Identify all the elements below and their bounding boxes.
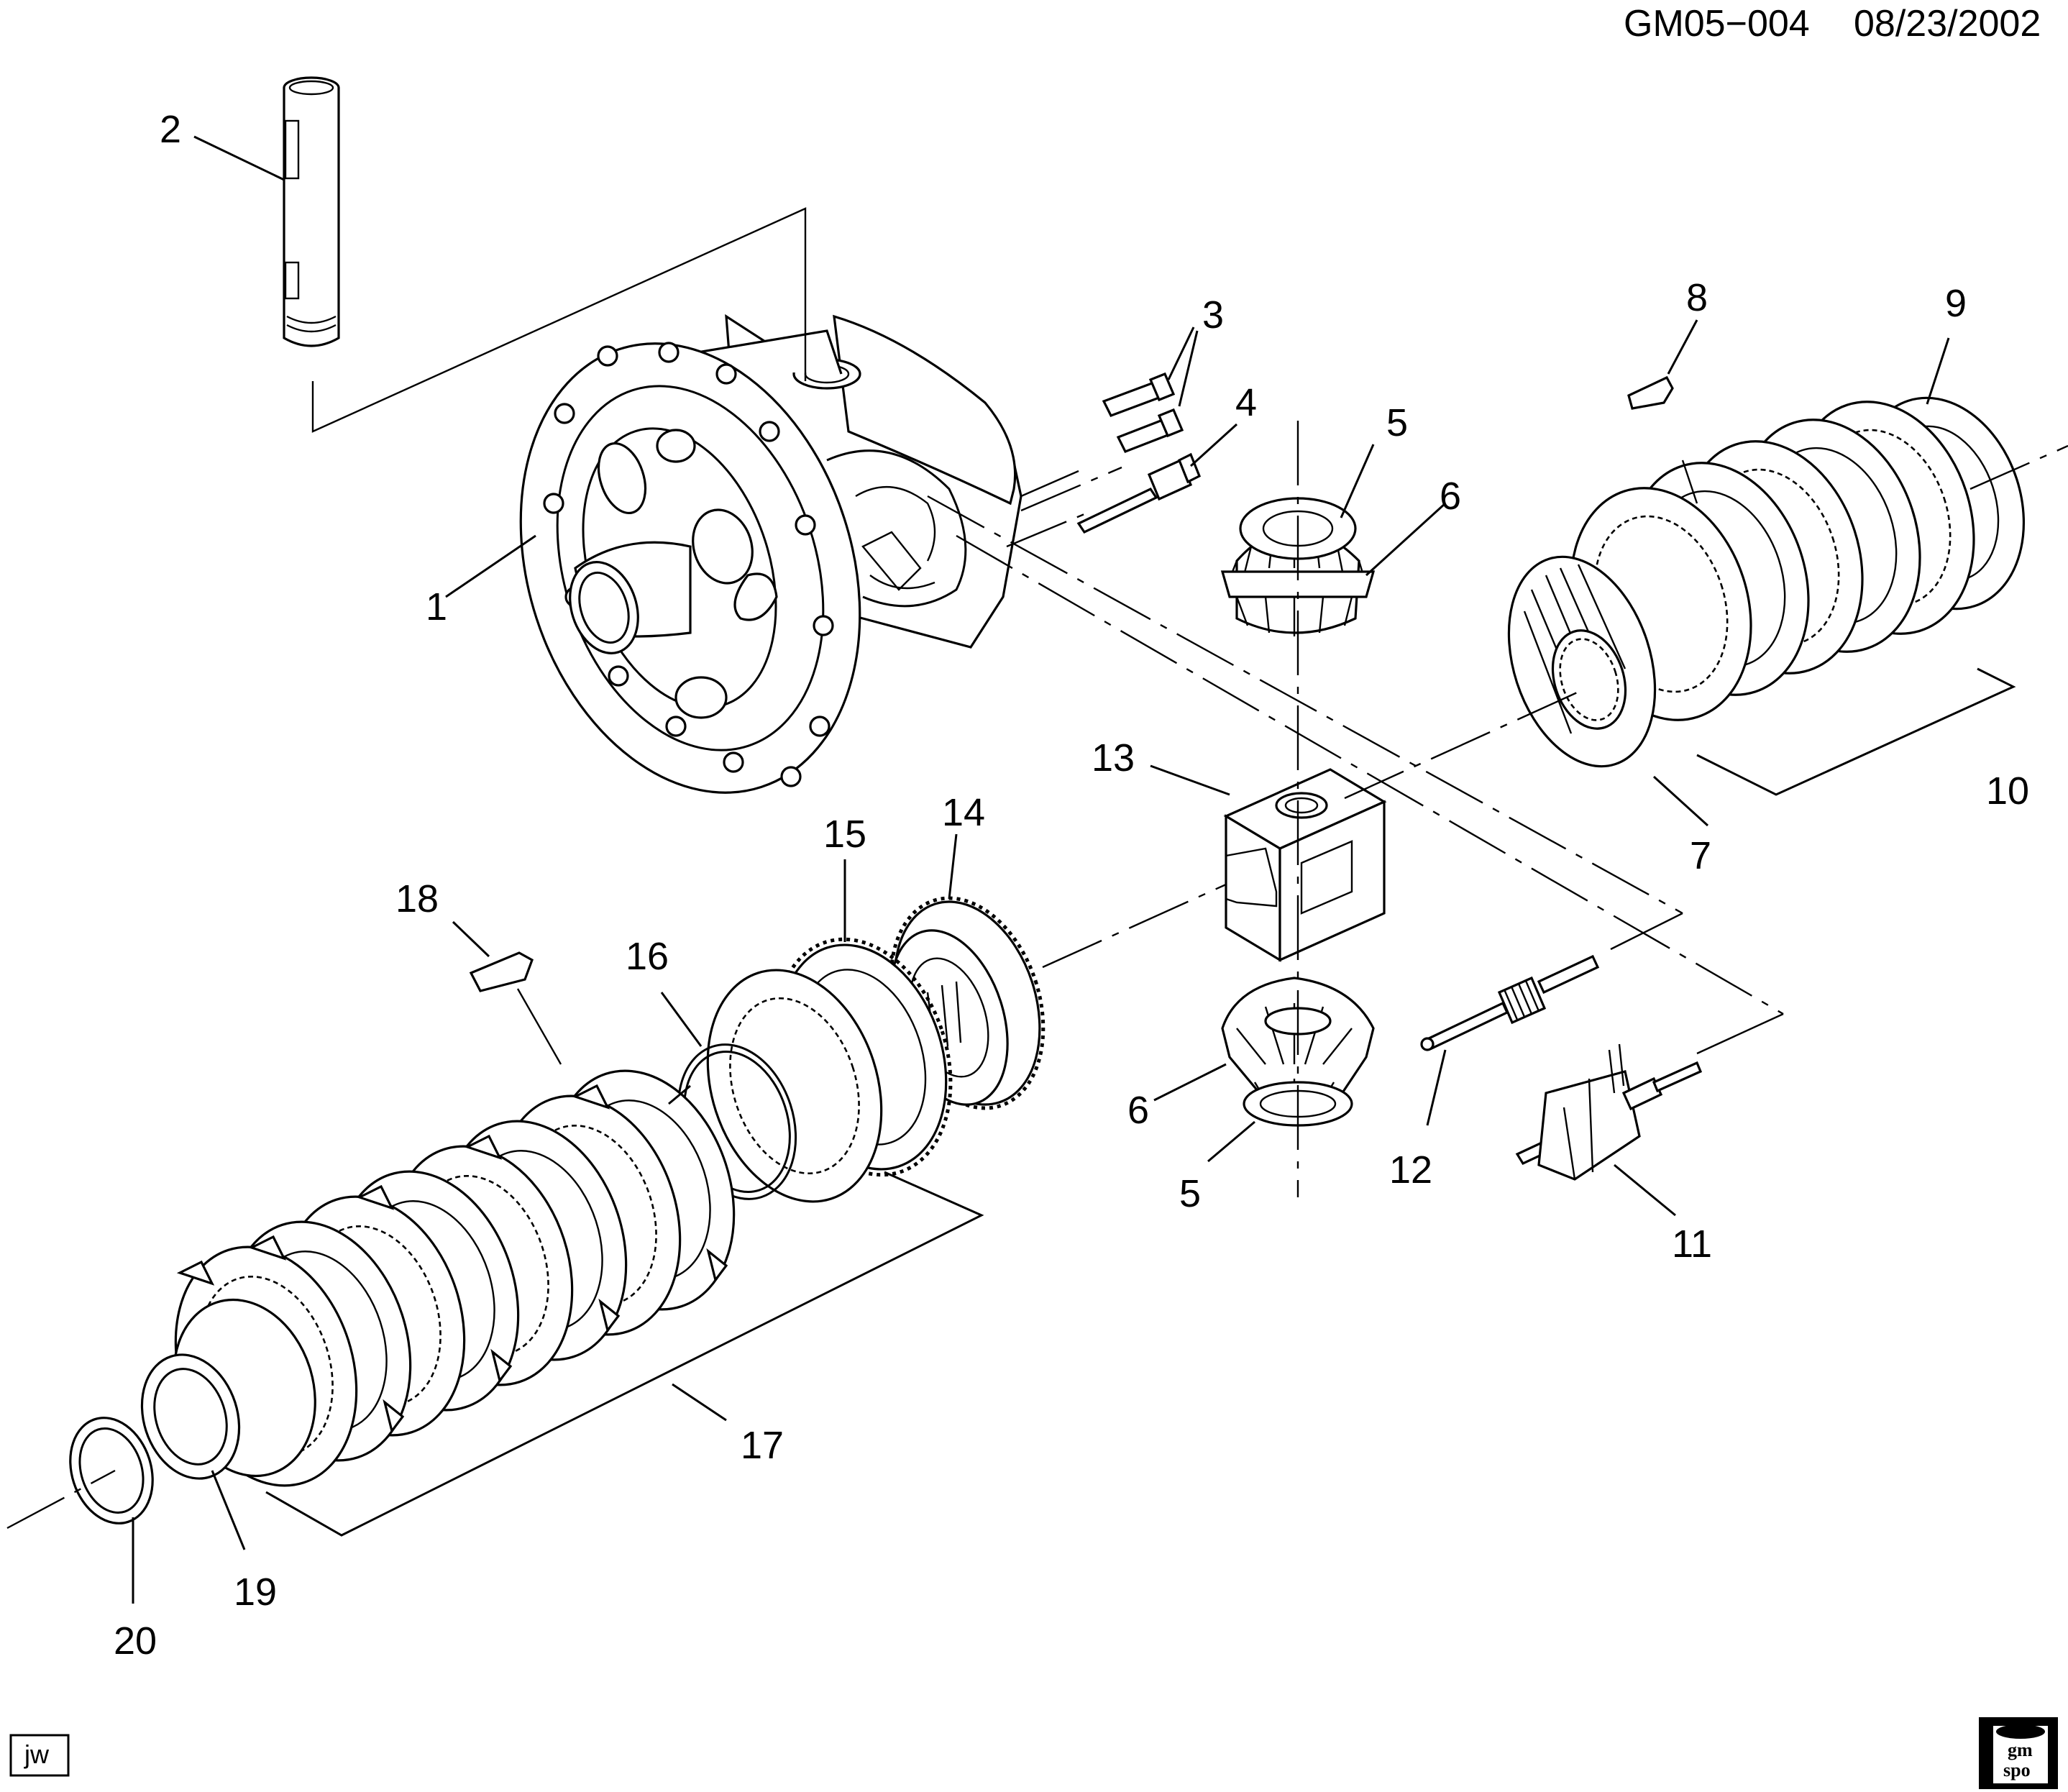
callout-6-lower: 6 <box>1127 1089 1149 1132</box>
callout-16: 16 <box>626 935 669 978</box>
gm-spo-logo: gm spo <box>1979 1717 2058 1789</box>
callout-5-upper: 5 <box>1386 401 1408 444</box>
artist-stamp: jw <box>9 1734 70 1777</box>
cross-pin-part <box>283 76 340 347</box>
header-date: 08/23/2002 <box>1854 3 2041 45</box>
callout-4: 4 <box>1235 381 1257 424</box>
callout-13: 13 <box>1092 736 1135 780</box>
bracket-17 <box>265 1171 984 1537</box>
governor-part <box>1515 1043 1703 1181</box>
callout-6-upper: 6 <box>1440 475 1461 518</box>
callout-5-lower: 5 <box>1179 1172 1201 1215</box>
right-clutch-pack-part <box>1507 396 2026 768</box>
clip-part-upper <box>1627 375 1674 410</box>
callout-7: 7 <box>1690 834 1711 877</box>
actuator-shaft-part <box>1420 954 1600 1051</box>
callout-17: 17 <box>741 1424 784 1467</box>
logo-line1: gm <box>2008 1740 2033 1760</box>
differential-case-part <box>519 314 1022 794</box>
lock-bolt-parts <box>1076 372 1202 534</box>
assembly-lines <box>6 207 2068 1530</box>
callout-18: 18 <box>395 877 439 920</box>
callout-2: 2 <box>160 108 181 151</box>
callout-10: 10 <box>1986 769 2029 813</box>
callout-14: 14 <box>942 791 985 834</box>
callout-3: 3 <box>1202 293 1224 337</box>
callout-15: 15 <box>823 813 866 856</box>
callout-8: 8 <box>1686 276 1708 319</box>
callout-11: 11 <box>1672 1222 1712 1266</box>
leader-lines <box>132 135 1950 1604</box>
callout-12: 12 <box>1389 1148 1432 1192</box>
clip-part-lower <box>469 951 534 992</box>
callout-1: 1 <box>426 585 447 628</box>
callout-20: 20 <box>114 1619 157 1663</box>
bracket-10 <box>1696 667 2016 796</box>
artist-stamp-text: jw <box>24 1740 50 1769</box>
header-doc-id: GM05−004 <box>1624 3 1810 45</box>
left-clutch-pack-part <box>69 969 883 1524</box>
callout-19: 19 <box>234 1571 277 1614</box>
logo-line2: spo <box>2003 1760 2031 1780</box>
thrust-block-part <box>1223 768 1387 962</box>
callouts: 1 2 3 4 5 6 8 9 10 7 13 14 15 18 16 6 5 … <box>114 108 2029 1663</box>
callout-9: 9 <box>1945 282 1967 325</box>
